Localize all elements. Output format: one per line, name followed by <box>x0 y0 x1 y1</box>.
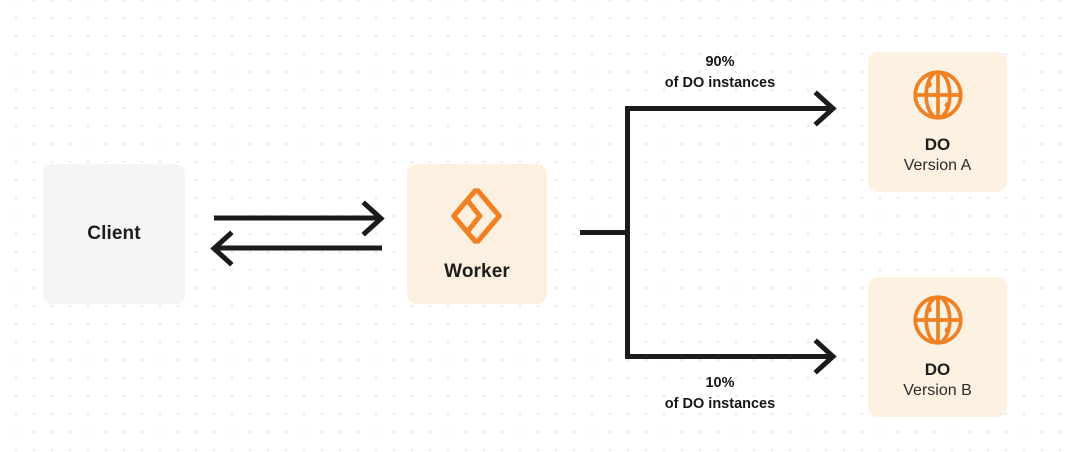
node-worker[interactable]: Worker <box>407 164 547 304</box>
node-do-a-label: DO <box>924 134 951 154</box>
node-worker-label: Worker <box>444 260 510 282</box>
arrow-worker-to-do-b <box>625 338 837 375</box>
cloudflare-workers-icon <box>446 185 508 247</box>
edge-label-do-b-percent: 10% <box>705 375 735 391</box>
edge-label-do-b: 10% of DO instances <box>620 373 820 415</box>
globe-icon <box>910 292 966 348</box>
node-client[interactable]: Client <box>43 164 185 304</box>
node-do-b-label: DO <box>924 359 951 379</box>
connector-worker-fork <box>580 106 630 359</box>
node-do-version-a[interactable]: DO Version A <box>868 52 1007 192</box>
node-do-b-version: Version B <box>903 382 972 400</box>
globe-icon <box>910 67 966 123</box>
arrow-worker-to-client <box>210 230 382 267</box>
edge-label-do-a-description: of DO instances <box>664 75 776 92</box>
node-do-version-b[interactable]: DO Version B <box>868 277 1007 417</box>
edge-label-do-a-percent: 90% <box>705 54 735 70</box>
edge-label-do-b-description: of DO instances <box>664 396 776 413</box>
node-client-label: Client <box>87 222 141 244</box>
edge-label-do-a: 90% of DO instances <box>620 52 820 94</box>
arrow-client-to-worker <box>214 200 385 237</box>
node-do-a-version: Version A <box>903 157 972 175</box>
arrow-worker-to-do-a <box>625 90 837 127</box>
